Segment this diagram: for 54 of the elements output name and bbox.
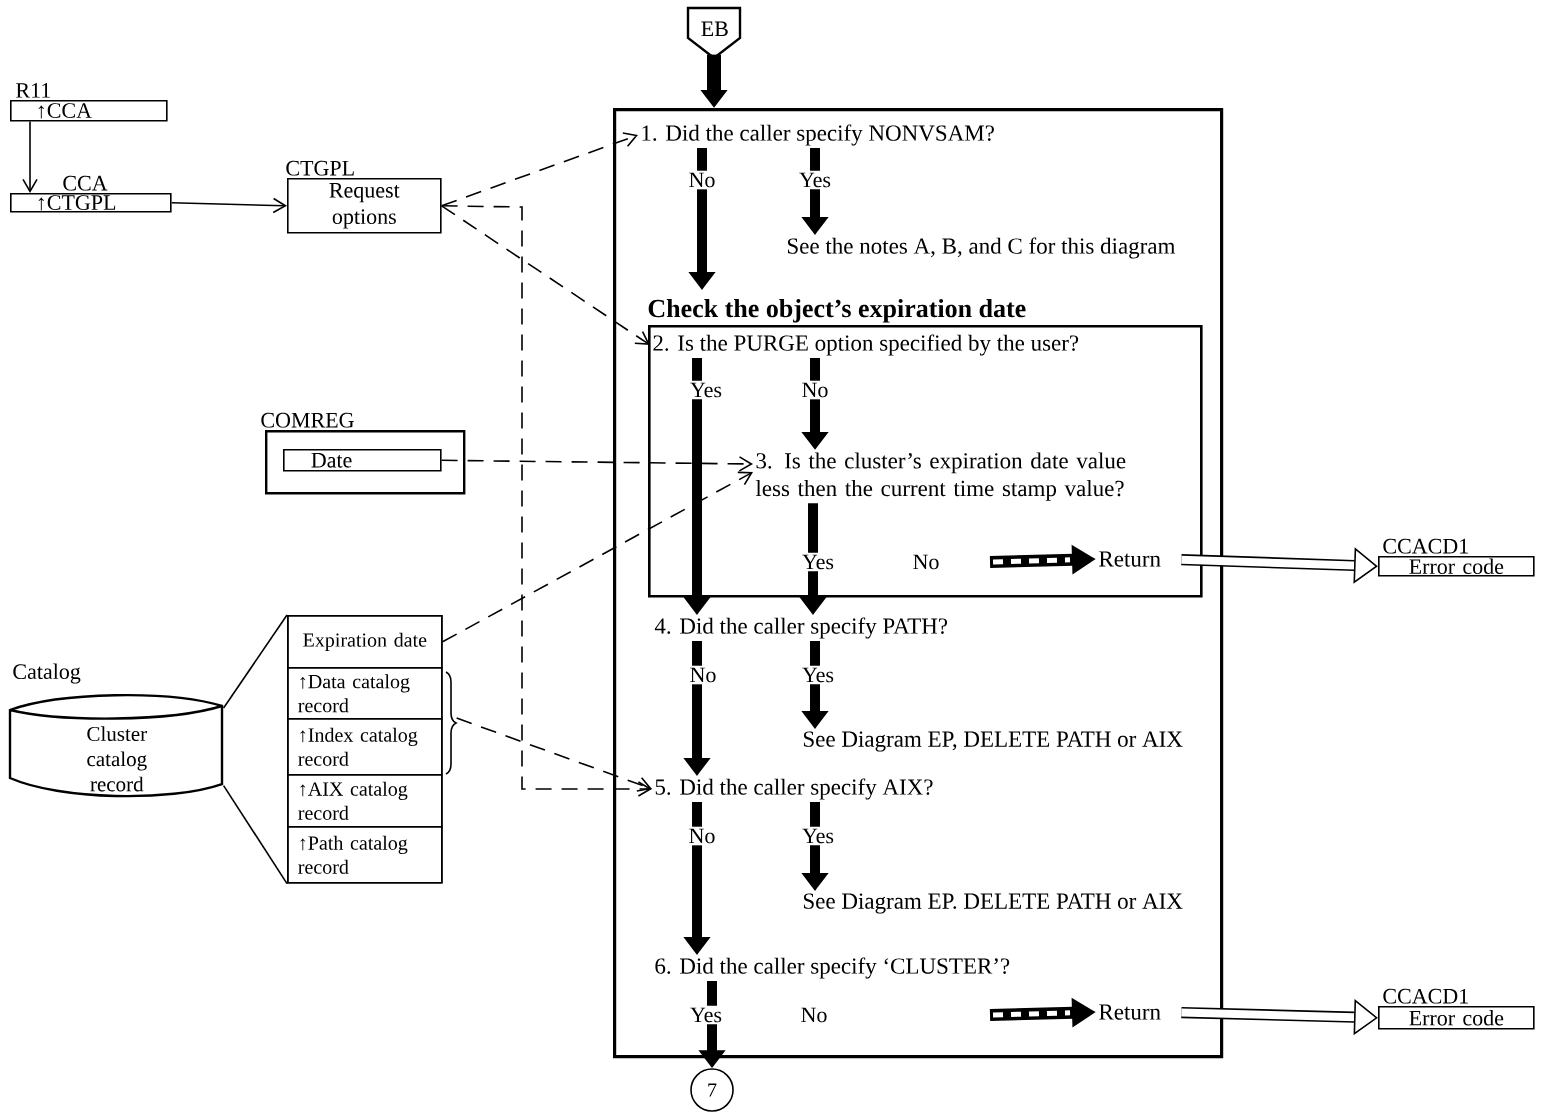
node-label: CCACD1 bbox=[1383, 988, 1468, 1004]
question-text: 2. Is the PURGE option specified by the user? bbox=[653, 334, 1079, 356]
table-field: ↑Data catalog record bbox=[287, 667, 443, 720]
arrow bbox=[440, 205, 652, 797]
connector-line bbox=[222, 784, 288, 885]
question-text: 6. Did the caller specify ‘CLUSTER’? bbox=[655, 957, 1010, 979]
table-field: Expiration date bbox=[287, 615, 443, 669]
table-field: ↑AIX catalog record bbox=[287, 774, 443, 828]
edge-label: Yes bbox=[800, 552, 836, 572]
data-box: CTGPL Request options bbox=[286, 160, 442, 234]
node-label: CCACD1 bbox=[1383, 538, 1468, 554]
arrow bbox=[441, 471, 753, 643]
question-text: 3. Is the cluster’s expiration date value less then the current time stamp value? bbox=[755, 452, 1126, 501]
note-text: See Diagram EP. DELETE PATH or AIX bbox=[803, 893, 1183, 914]
table-field: ↑Index catalog record bbox=[287, 718, 443, 776]
note-text: See Diagram EP, DELETE PATH or AIX bbox=[803, 731, 1183, 752]
edge-label: No bbox=[799, 380, 831, 400]
question-text: 4. Did the caller specify PATH? bbox=[654, 617, 948, 639]
arrow bbox=[440, 456, 753, 472]
question-text: 1. Did the caller specify NONVSAM? bbox=[642, 124, 994, 146]
node-label: R11 bbox=[16, 83, 50, 98]
node-label: CCA bbox=[63, 175, 108, 191]
field-box: Date bbox=[283, 449, 442, 472]
connector-line bbox=[222, 614, 288, 709]
process-box bbox=[613, 108, 1224, 1059]
edge-label: Yes bbox=[688, 380, 724, 400]
node-label: CTGPL bbox=[286, 160, 354, 176]
edge-label: Yes bbox=[688, 1005, 724, 1025]
arrow bbox=[455, 717, 652, 792]
arrow bbox=[440, 205, 650, 345]
edge-label: Yes bbox=[800, 665, 836, 685]
note-text: See the notes A, B, and C for this diagram bbox=[787, 237, 1176, 259]
edge-label: No bbox=[686, 170, 718, 190]
off-page-connector: EB bbox=[686, 6, 742, 60]
question-text: 5. Did the caller specify AIX? bbox=[655, 778, 933, 800]
pointer-box: CCACD1 Error code bbox=[1378, 538, 1535, 577]
edge-label: Yes bbox=[797, 170, 833, 190]
arrow bbox=[440, 132, 638, 207]
storage-cylinder: Catalog Cluster catalog record bbox=[8, 663, 224, 798]
node-label: COMREG bbox=[261, 412, 354, 428]
pointer-box: CCA ↑CTGPL bbox=[10, 175, 172, 213]
edge-label: No bbox=[687, 665, 719, 685]
node-label: Check the object’s expiration date bbox=[648, 299, 1026, 323]
pointer-box: CCACD1 Error code bbox=[1378, 988, 1535, 1030]
arrow bbox=[170, 197, 287, 214]
return-text: Return bbox=[1099, 551, 1161, 567]
edge-label: No bbox=[686, 826, 718, 846]
edge-label: Yes bbox=[800, 826, 836, 846]
branch-label: No bbox=[801, 1007, 827, 1023]
branch-label: No bbox=[913, 554, 939, 570]
pointer-box: R11 ↑CCA bbox=[10, 83, 168, 122]
return-text: Return bbox=[1099, 1004, 1161, 1020]
arrow bbox=[22, 120, 38, 193]
table-field: ↑Path catalog record bbox=[287, 826, 443, 884]
